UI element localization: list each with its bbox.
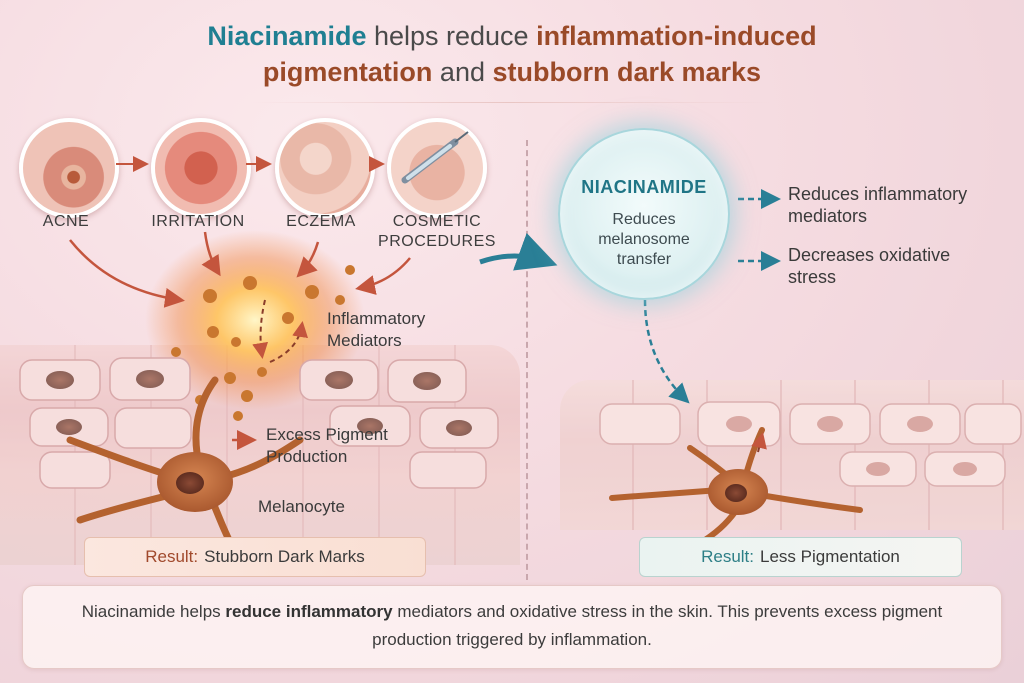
syringe-icon: [401, 131, 469, 184]
result-left-text: Stubborn Dark Marks: [204, 547, 365, 566]
label-excess-pigment: Excess Pigment Production: [266, 425, 388, 466]
label-inflammatory-mediators: Inflammatory Mediators: [327, 309, 426, 350]
arrow-to-niacinamide: [479, 232, 558, 271]
title-text-1: helps reduce: [366, 21, 537, 51]
mediator-loop-arrow: [252, 299, 269, 359]
cause-label-acne: ACNE: [42, 213, 90, 230]
result-less-pigmentation: Result: Less Pigmentation: [639, 537, 962, 577]
reduced-transfer-arrow: [751, 432, 767, 453]
cause-label-cosmetic: COSMETIC PROCEDURES: [378, 213, 496, 250]
result-left-prefix: Result:: [145, 547, 199, 566]
panel-divider: [526, 140, 528, 580]
title-dark-marks: stubborn dark marks: [492, 57, 762, 87]
summary-lead: Niacinamide helps: [81, 602, 226, 621]
summary-bold: reduce inflammatory: [225, 602, 393, 621]
result-stubborn-dark-marks: Result: Stubborn Dark Marks: [84, 537, 426, 577]
melanocyte-inflamed: [66, 376, 304, 564]
mediator-particles: [165, 265, 355, 442]
label-melanocyte: Melanocyte: [258, 497, 345, 516]
niacinamide-circle: [558, 128, 730, 300]
cause-label-eczema: ECZEMA: [286, 213, 356, 230]
result-right-prefix: Result:: [701, 547, 755, 566]
cell-nuclei-right: [726, 416, 977, 476]
mediator-loop-arrow-2: [269, 321, 308, 363]
summary-rest: mediators and oxidative stress in the sk…: [372, 602, 943, 649]
cause-label-irritation: IRRITATION: [151, 213, 245, 230]
summary-box: [22, 585, 1002, 669]
eczema-image: [275, 118, 375, 218]
result-right-text: Less Pigmentation: [760, 547, 900, 566]
effect-reduces-mediators: Reduces inflammatory mediators: [788, 184, 968, 226]
title-text-2: and: [432, 57, 493, 87]
effect-decreases-oxidative-stress: Decreases oxidative stress: [788, 245, 951, 287]
niacinamide-title: NIACINAMIDE: [581, 177, 707, 197]
arrow-to-healthy-skin: [643, 299, 690, 404]
acne-image: [19, 118, 119, 218]
title-niacinamide: Niacinamide: [207, 21, 367, 51]
page-title: Niacinamide helps reduce inflammation-in…: [0, 18, 1024, 90]
cosmetic-procedures-image: [387, 118, 487, 218]
summary-text: Niacinamide helps reduce inflammatory me…: [40, 598, 984, 654]
melanocyte-calm: [609, 427, 863, 543]
inflammation-input-arrows: [69, 231, 411, 308]
title-divider: [250, 102, 770, 103]
irritation-image: [151, 118, 251, 218]
cell-nuclei-left: [46, 370, 472, 436]
niacinamide-description: Reduces melanosome transfer: [598, 211, 690, 268]
title-pigmentation: pigmentation: [262, 57, 433, 87]
title-inflammation: inflammation-induced: [536, 21, 817, 51]
